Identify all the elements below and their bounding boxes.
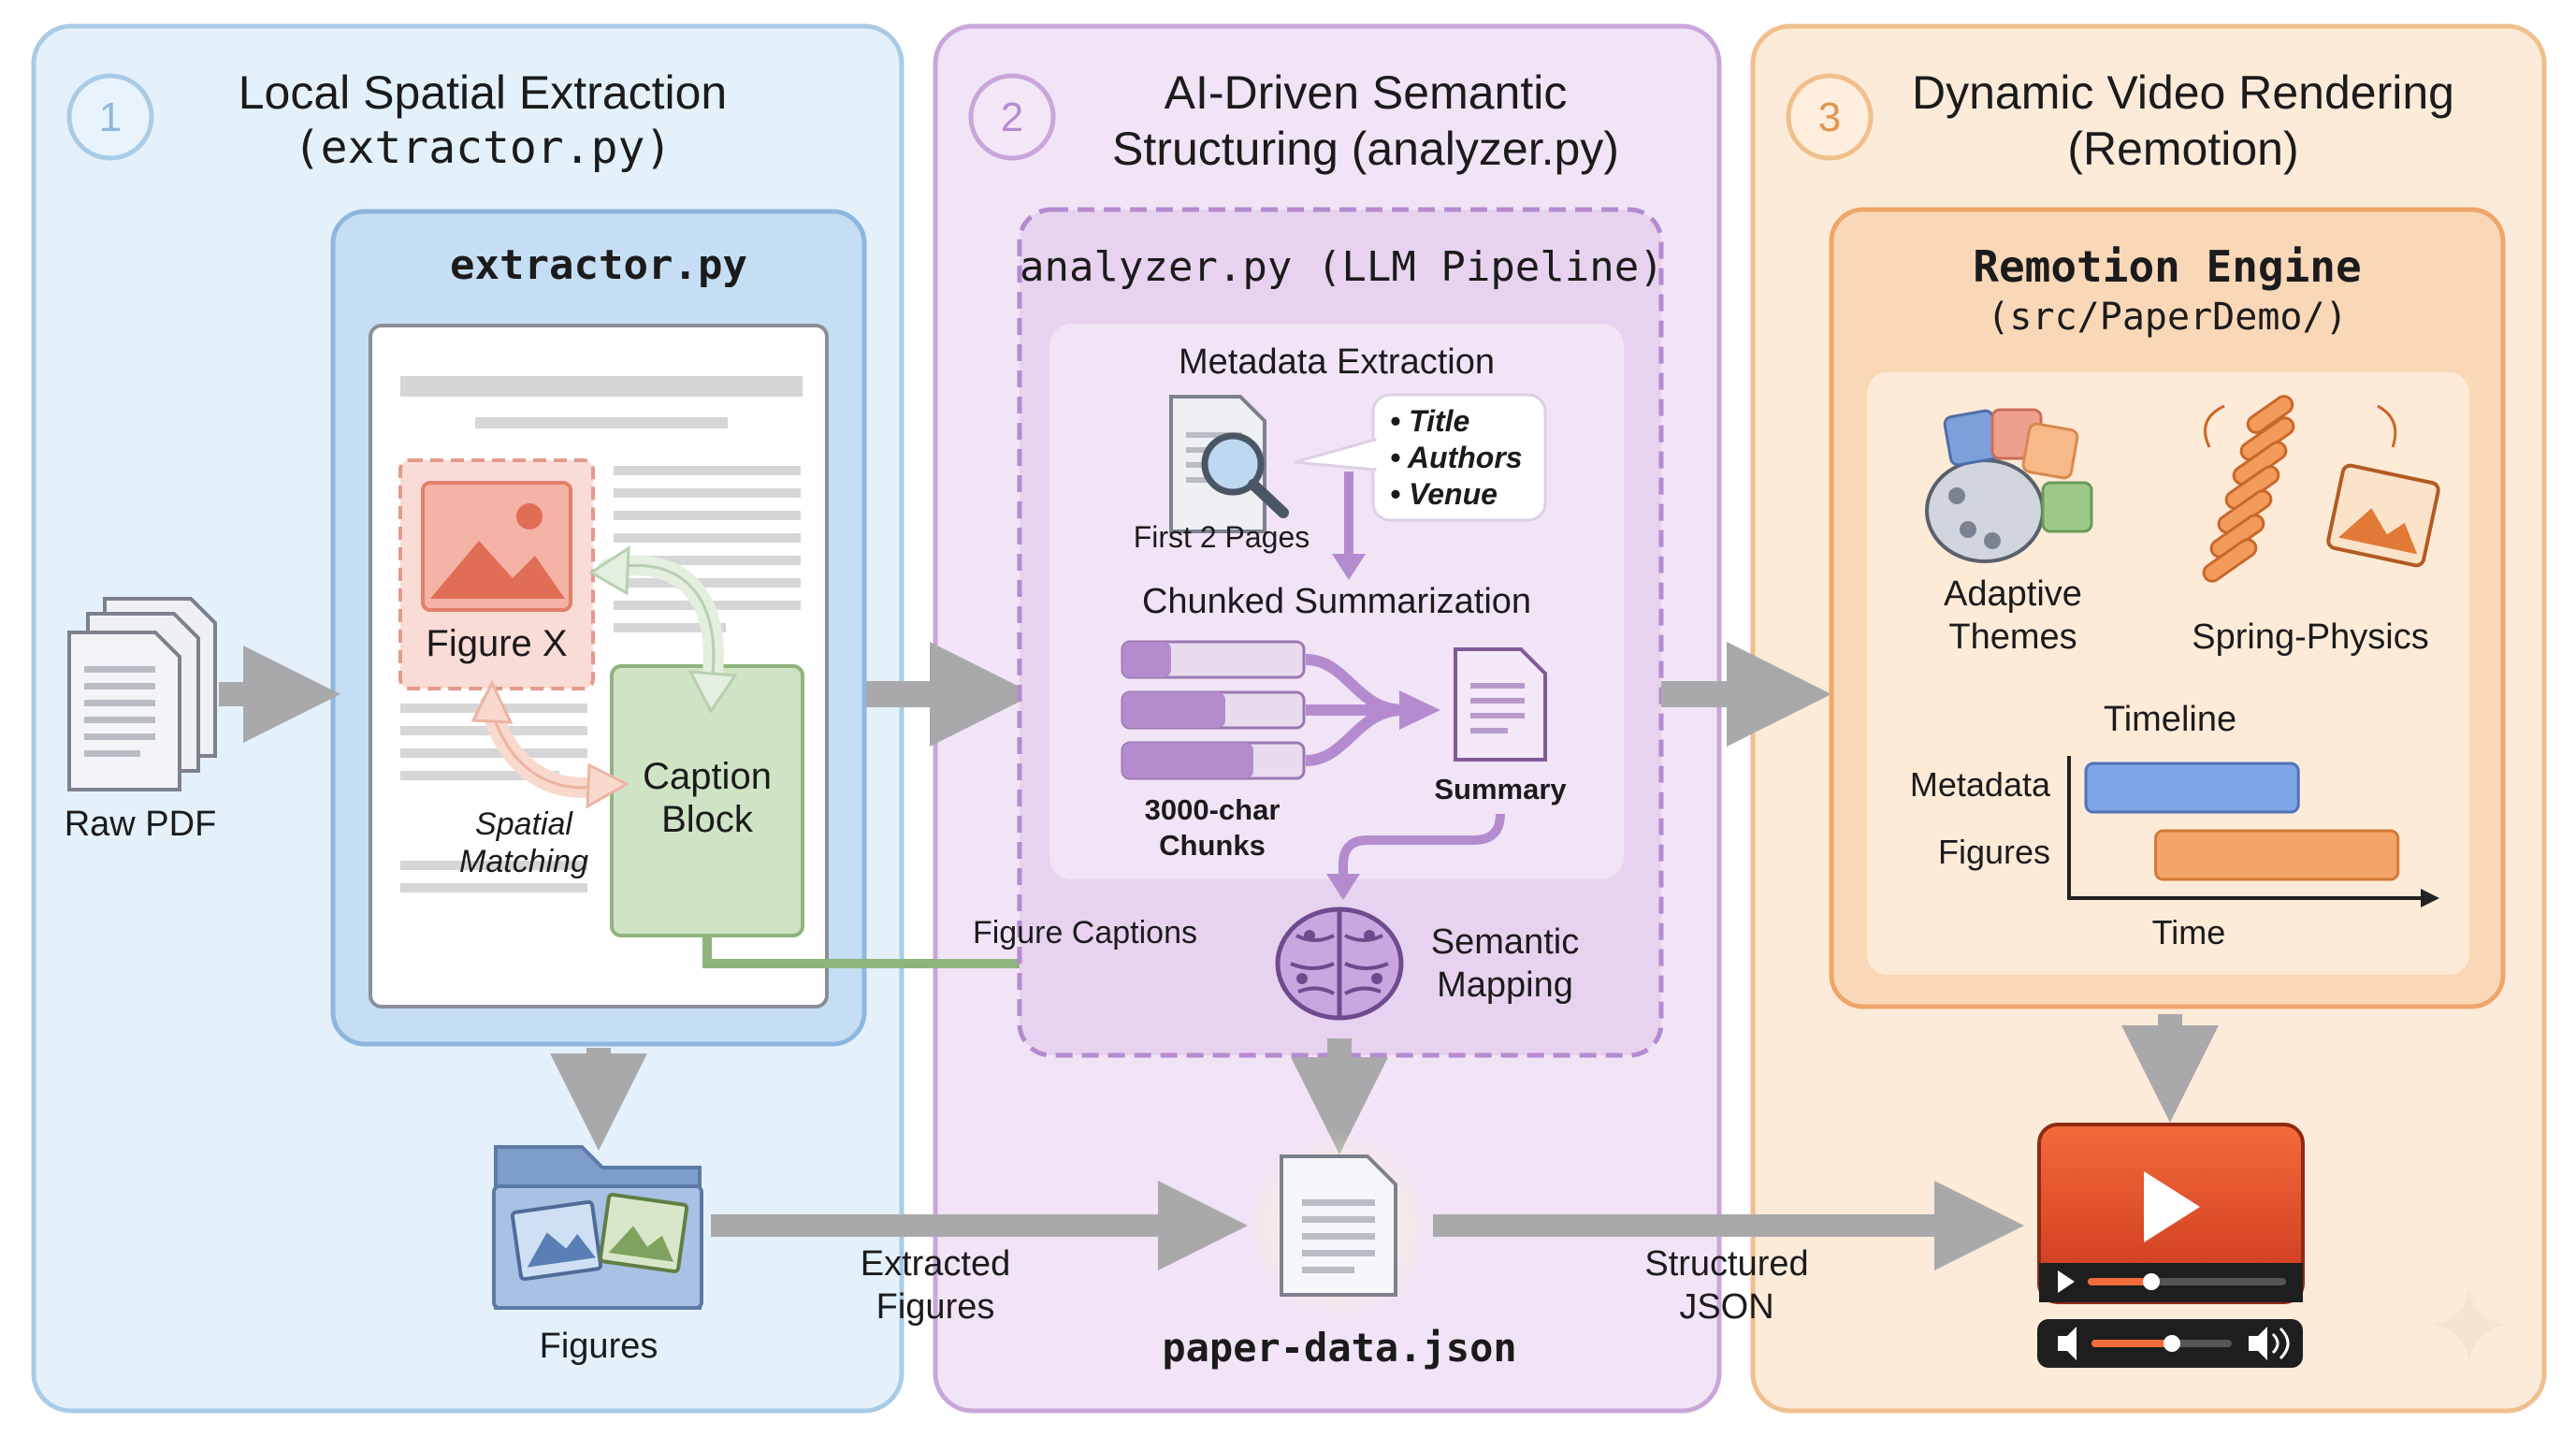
metadata-bubble <box>1294 393 1547 522</box>
spring-physics-label: Spring-Physics <box>2192 617 2429 657</box>
palette-icon <box>1925 408 2093 563</box>
video-player-icon <box>2037 1123 2305 1368</box>
analyzer-box-title: analyzer.py (LLM Pipeline) <box>1020 243 1664 291</box>
summary-doc-icon <box>1454 647 1547 762</box>
step-1-number: 1 <box>98 94 123 140</box>
panel1-title-line2: (extractor.py) <box>293 122 673 174</box>
panel2-title-line1: AI-Driven Semantic <box>1164 66 1568 119</box>
panel2-title-line2: Structuring (analyzer.py) <box>1112 123 1619 175</box>
remotion-engine-path: (src/PaperDemo/) <box>1987 296 2348 339</box>
structured-json-line2: JSON <box>1679 1287 1774 1327</box>
step-3-number: 3 <box>1817 94 1842 140</box>
raw-pdf-label: Raw PDF <box>64 805 217 844</box>
figure-image-icon <box>421 481 572 612</box>
summary-label: Summary <box>1434 773 1567 806</box>
chunks-line2: Chunks <box>1159 829 1266 862</box>
paper-data-label: paper-data.json <box>1162 1325 1517 1371</box>
raw-pdf-icon <box>67 597 217 791</box>
doc-line <box>400 376 803 397</box>
sparkle-icon <box>2434 1289 2505 1360</box>
figure-x-label: Figure X <box>426 623 568 664</box>
analyzer-title: analyzer.py (LLM Pipeline) <box>1020 243 1664 291</box>
step-1-badge <box>66 73 154 161</box>
timeline-row-figures: Figures <box>1937 833 2050 871</box>
structured-json-line1: Structured <box>1644 1244 1809 1284</box>
timeline-bar-metadata <box>2084 762 2300 814</box>
timeline-row-metadata: Metadata <box>1909 765 2050 804</box>
timeline-chart <box>2067 756 2439 907</box>
extractor-box-title: extractor.py <box>450 241 747 289</box>
chunk-bars <box>1121 640 1306 780</box>
semantic-mapping-line1: Semantic <box>1430 922 1580 962</box>
step-2-badge <box>968 73 1056 161</box>
chunks-line1: 3000-char <box>1144 793 1281 826</box>
timeline-title: Timeline <box>2103 700 2237 739</box>
panel3-title-line2: (Remotion) <box>2067 123 2299 175</box>
document-magnifier-icon <box>1169 395 1289 533</box>
adaptive-themes-line1: Adaptive <box>1944 574 2082 614</box>
chunked-summarization-title: Chunked Summarization <box>1141 582 1532 621</box>
caption-block-line1: Caption <box>643 756 772 797</box>
step-2-number: 2 <box>1000 94 1024 140</box>
spatial-matching-line1: Spatial <box>475 806 572 842</box>
panel1-title-line1: Local Spatial Extraction <box>238 66 728 119</box>
time-axis-label: Time <box>2151 913 2226 951</box>
first-pages-label: First 2 Pages <box>1133 520 1310 554</box>
merge-arrows <box>1305 654 1404 766</box>
semantic-mapping-line2: Mapping <box>1437 965 1573 1005</box>
doc-line <box>475 417 728 428</box>
figures-folder-label: Figures <box>539 1327 658 1366</box>
spring-physics-icon <box>2202 395 2440 583</box>
panel3-title-line1: Dynamic Video Rendering <box>1912 66 2454 119</box>
caption-block-line2: Block <box>661 799 753 840</box>
metadata-extraction-title: Metadata Extraction <box>1179 342 1495 382</box>
remotion-engine-title: Remotion Engine <box>1973 241 2362 292</box>
arrow-summary-to-semantic <box>1339 813 1505 876</box>
extracted-figures-line1: Extracted <box>860 1244 1011 1284</box>
extracted-figures-line2: Figures <box>876 1287 995 1327</box>
brain-icon <box>1275 907 1404 1021</box>
step-3-badge <box>1786 73 1874 161</box>
figures-folder-icon <box>492 1145 703 1310</box>
bullet-authors: • Authors <box>1390 441 1523 474</box>
bullet-title: • Title <box>1390 404 1470 438</box>
adaptive-themes-line2: Themes <box>1948 617 2077 657</box>
bullet-venue: • Venue <box>1390 477 1498 511</box>
spatial-matching-line2: Matching <box>459 844 588 879</box>
arrow-figure-captions <box>702 937 1227 968</box>
json-document-icon <box>1280 1154 1397 1297</box>
timeline-bar-figures <box>2154 829 2400 881</box>
figure-captions-label: Figure Captions <box>972 915 1197 951</box>
